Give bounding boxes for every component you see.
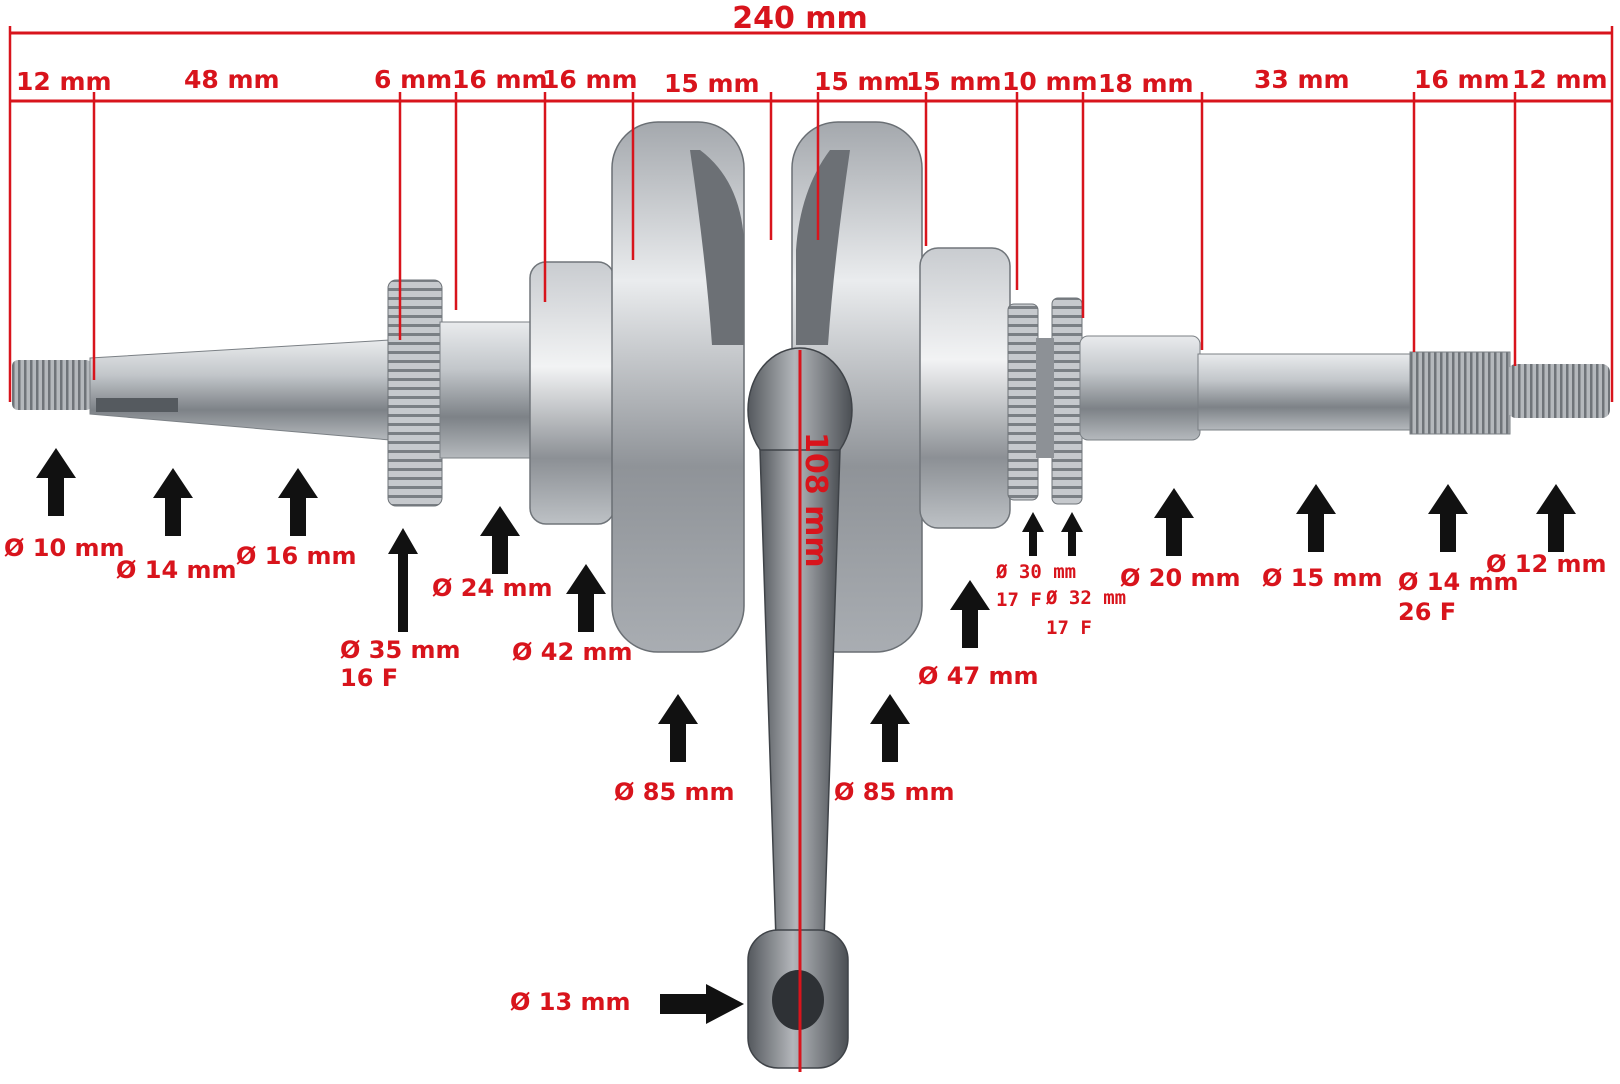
- arrow-icon: [658, 694, 698, 762]
- segment-label: 16 mm: [542, 65, 638, 94]
- diameter-label: 16 F: [340, 664, 398, 692]
- arrow-icon: [1154, 488, 1194, 556]
- right-bearing: [919, 247, 1011, 529]
- diameter-label: Ø 24 mm: [432, 574, 553, 602]
- segment-label: 16 mm: [452, 65, 548, 94]
- arrow-icon: [1061, 512, 1083, 556]
- left-gear: [387, 279, 443, 507]
- arrow-icon: [566, 564, 606, 632]
- labels: 240 mm 12 mm 48 mm 6 mm 16 mm 16 mm 15 m…: [4, 1, 1608, 1016]
- segment-label: 33 mm: [1254, 65, 1350, 94]
- right-web-counterweight: [796, 150, 850, 345]
- arrow-icon: [950, 580, 990, 648]
- segment-label: 10 mm: [1002, 67, 1098, 96]
- diameter-label: Ø 35 mm: [340, 636, 461, 664]
- diameter-label: 26 F: [1398, 598, 1456, 626]
- arrow-icon: [278, 468, 318, 536]
- dimension-lines: [8, 26, 1614, 1072]
- gear-spacer: [1036, 338, 1054, 458]
- diameter-label: 17 F: [996, 589, 1042, 611]
- diameter-label: Ø 13 mm: [510, 988, 631, 1016]
- segment-label: 18 mm: [1098, 69, 1194, 98]
- diameter-label: Ø 15 mm: [1262, 564, 1383, 592]
- arrow-icon: [1428, 484, 1468, 552]
- diameter-label: Ø 10 mm: [4, 534, 125, 562]
- left-journal: [439, 321, 533, 459]
- segment-label: 48 mm: [184, 65, 280, 94]
- right-gear-inner: [1007, 303, 1039, 501]
- right-journal: [1079, 335, 1201, 441]
- arrow-icon: [1296, 484, 1336, 552]
- segment-label: 16 mm: [1414, 65, 1510, 94]
- arrow-icon: [660, 984, 744, 1024]
- segment-label: 12 mm: [16, 67, 112, 96]
- rod-length-label: 108 mm: [798, 432, 833, 568]
- diameter-label: Ø 20 mm: [1120, 564, 1241, 592]
- left-thread: [12, 360, 92, 410]
- diameter-label: Ø 30 mm: [995, 561, 1076, 583]
- left-bearing: [529, 261, 615, 525]
- right-shaft: [1197, 353, 1413, 431]
- diameter-label: 17 F: [1046, 617, 1092, 639]
- arrow-icon: [870, 694, 910, 762]
- segment-label: 6 mm: [374, 65, 452, 94]
- arrow-icon: [36, 448, 76, 516]
- arrow-icon: [1022, 512, 1044, 556]
- right-thread: [1508, 364, 1610, 418]
- diameter-label: Ø 14 mm: [1398, 568, 1519, 596]
- pointer-arrows: [36, 448, 1576, 1024]
- diameter-label: Ø 32 mm: [1045, 587, 1126, 609]
- diameter-label: Ø 47 mm: [918, 662, 1039, 690]
- diameter-label: Ø 14 mm: [116, 556, 237, 584]
- arrow-icon: [1536, 484, 1576, 552]
- right-gear-outer: [1051, 297, 1083, 505]
- diameter-label: Ø 85 mm: [614, 778, 735, 806]
- arrow-icon: [388, 528, 418, 632]
- total-length-label: 240 mm: [732, 1, 868, 36]
- segment-label: 12 mm: [1512, 65, 1608, 94]
- crankshaft-illustration: [12, 121, 1610, 1069]
- small-end-bore: [772, 970, 824, 1030]
- segment-label: 15 mm: [664, 69, 760, 98]
- arrow-icon: [480, 506, 520, 574]
- arrow-icon: [153, 468, 193, 536]
- segment-label: 15 mm: [906, 67, 1002, 96]
- segment-label: 15 mm: [814, 67, 910, 96]
- diameter-label: Ø 85 mm: [834, 778, 955, 806]
- diameter-label: Ø 16 mm: [236, 542, 357, 570]
- keyway: [96, 398, 178, 412]
- diameter-label: Ø 42 mm: [512, 638, 633, 666]
- diameter-label: Ø 12 mm: [1486, 550, 1607, 578]
- left-web-counterweight: [690, 150, 744, 345]
- left-taper-shaft: [89, 339, 391, 441]
- right-splines: [1409, 351, 1511, 435]
